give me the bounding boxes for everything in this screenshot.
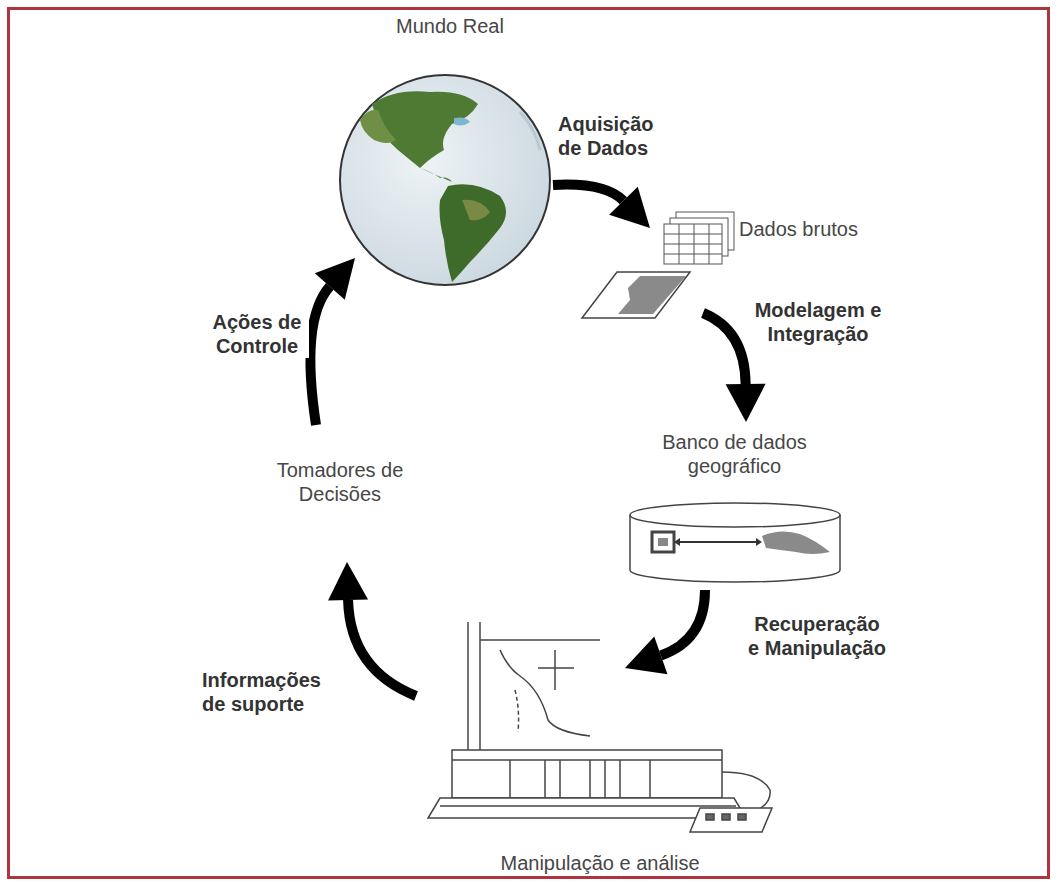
edge-label: Recuperação e Manipulação: [745, 612, 889, 660]
arrow-shaft: [553, 185, 623, 201]
arrow-head: [726, 384, 766, 422]
computer-illustration: [428, 622, 772, 832]
arrow-head: [609, 187, 650, 228]
geo-database-node: Banco de dados geográfico: [610, 430, 860, 585]
cycle-arrow: [625, 590, 705, 674]
arrow-head: [315, 258, 355, 300]
node-label: Mundo Real: [325, 14, 575, 38]
node-label: Dados brutos: [739, 217, 894, 241]
edge-label: Ações de Controle: [205, 310, 309, 358]
decision-makers-node: Tomadores de Decisões: [265, 432, 415, 532]
globe-illustration: [340, 75, 550, 285]
node-label: Tomadores de Decisões: [265, 458, 415, 506]
arrow-head: [328, 562, 368, 601]
node-label: Manipulação e análise: [420, 851, 780, 875]
arrow-shaft: [310, 286, 329, 425]
edge-label: Informações de suporte: [200, 668, 346, 716]
raw-data-illustration: [582, 212, 734, 318]
edge-label: Modelagem e Integração: [752, 298, 884, 346]
cycle-arrow: [553, 185, 650, 228]
edge-label: Aquisição de Dados: [556, 112, 672, 160]
analysis-node: Manipulação e análise: [420, 605, 780, 877]
arrow-head: [625, 637, 667, 675]
cycle-arrow: [310, 258, 355, 425]
arrow-shaft: [661, 590, 705, 655]
node-label: Banco de dados geográfico: [647, 430, 822, 478]
arrow-shaft: [703, 313, 746, 384]
world-node: Mundo Real: [325, 14, 575, 304]
arrow-shaft: [348, 600, 416, 696]
database-cylinder: [630, 503, 840, 582]
